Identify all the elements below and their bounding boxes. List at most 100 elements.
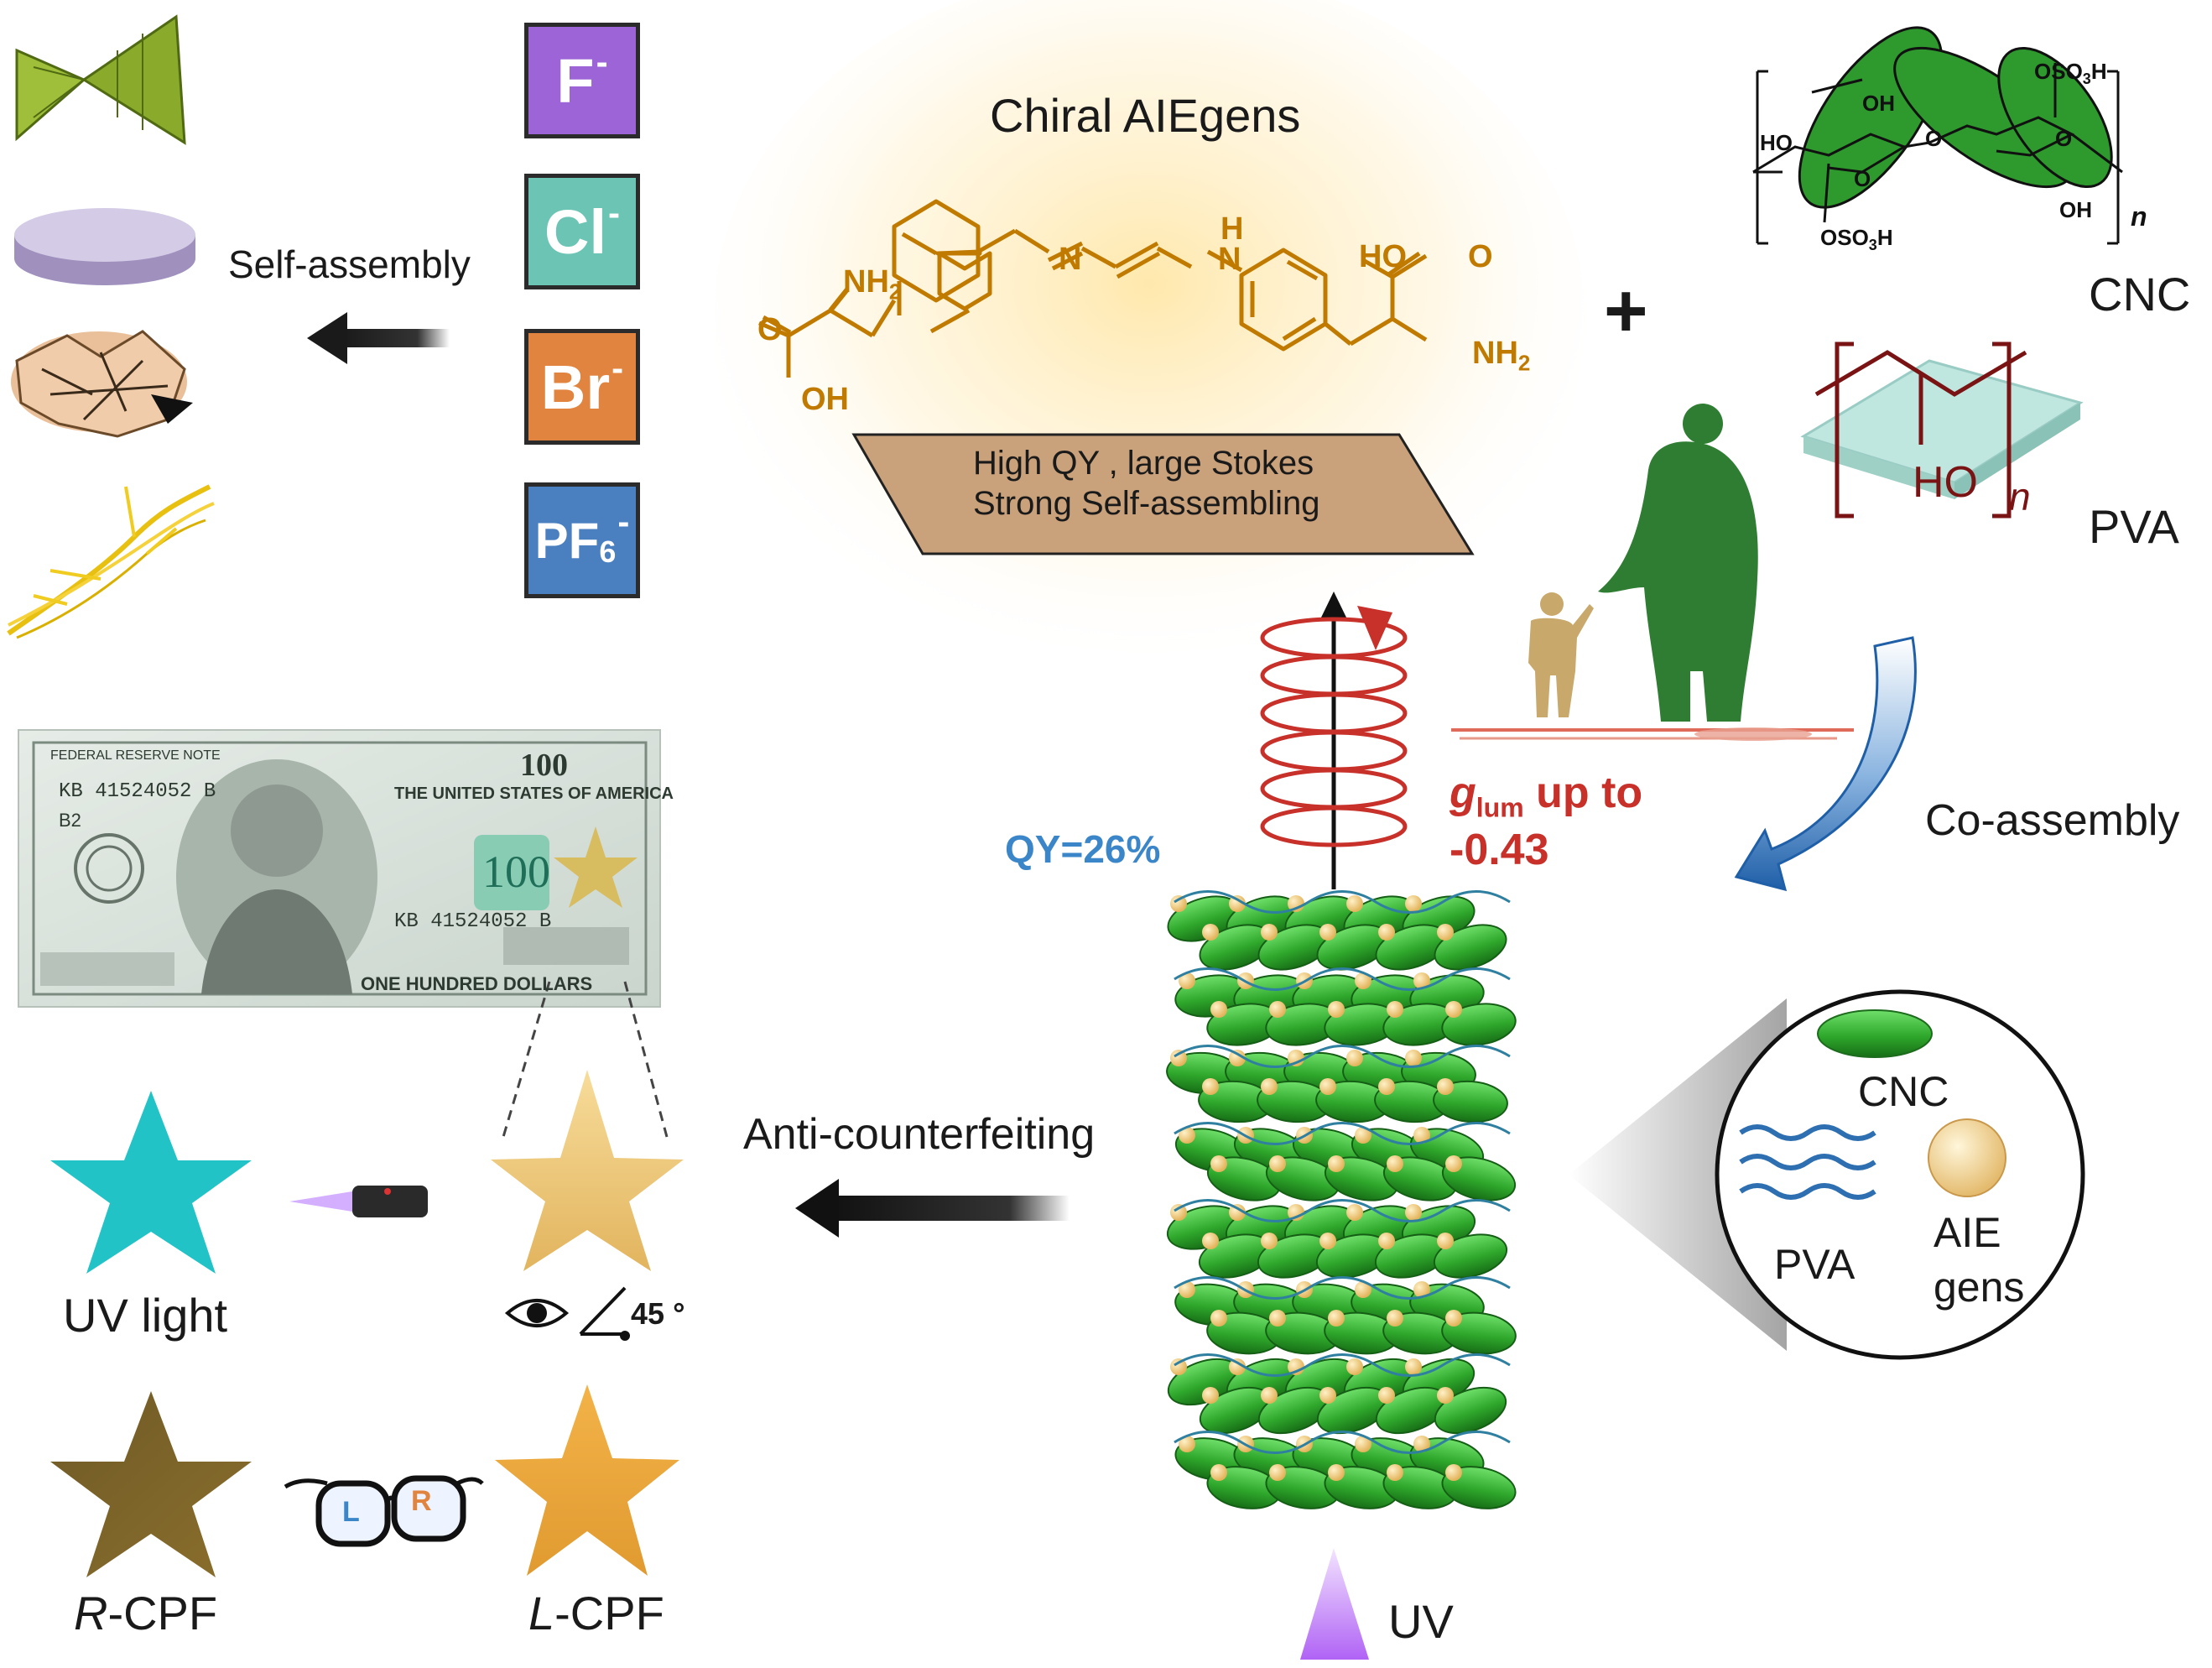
- self-assembly-label: Self-assembly: [228, 242, 471, 286]
- banknote-image: [18, 729, 661, 1008]
- mol-n-amine: N: [1218, 242, 1241, 277]
- anion-cl-box: Cl-: [524, 174, 640, 289]
- aiegen-particle: [1328, 1464, 1345, 1481]
- cnc-oh-bottom: OH: [2059, 197, 2092, 222]
- aiegen-particle: [1355, 1436, 1371, 1452]
- aiegen-particle: [1355, 1127, 1371, 1144]
- aiegen-particle: [1202, 924, 1219, 941]
- aiegen-particle: [1229, 895, 1246, 912]
- aiegen-particle: [1346, 895, 1363, 912]
- aiegen-particle: [1445, 1310, 1462, 1327]
- aiegen-particle: [1346, 1204, 1363, 1221]
- aiegen-particle: [1179, 1127, 1195, 1144]
- aiegen-particle: [1229, 1050, 1246, 1066]
- banknote-serial: KB 41524052 B: [59, 780, 216, 803]
- aiegen-particle: [1405, 1204, 1422, 1221]
- adult-child-silhouette-icon: [1451, 404, 1854, 741]
- legend-aie-line1: AIE: [1934, 1209, 2001, 1256]
- pva-n: n: [2009, 475, 2031, 519]
- pva-film-illustration: [1800, 341, 2084, 519]
- mol-ho-right: HO: [1359, 239, 1407, 274]
- aiegen-particle: [1387, 1464, 1403, 1481]
- aiegen-particle: [1210, 1310, 1227, 1327]
- aiegen-particle: [1445, 1001, 1462, 1018]
- cnc-o-right: O: [2055, 126, 2073, 151]
- chiral-aiegens-title: Chiral AIEgens: [990, 89, 1301, 142]
- mol-oh-left: OH: [801, 382, 849, 417]
- aiegen-particle: [1445, 1464, 1462, 1481]
- aiegen-particle: [1405, 1358, 1422, 1375]
- cnc-n: n: [2131, 201, 2147, 232]
- mol-o-right: O: [1468, 239, 1493, 274]
- banknote-country: THE UNITED STATES OF AMERICA: [394, 784, 674, 803]
- banknote-footer: ONE HUNDRED DOLLARS: [361, 973, 593, 994]
- aiegen-particle: [1210, 1155, 1227, 1172]
- aiegen-particle: [1346, 1358, 1363, 1375]
- legend-cnc-label: CNC: [1858, 1068, 1949, 1115]
- aiegen-particle: [1355, 1281, 1371, 1298]
- properties-line-1: High QY , large Stokes: [973, 445, 1314, 482]
- legend-aie-line2: gens: [1934, 1264, 2025, 1311]
- pva-strand: [1174, 890, 1511, 914]
- cnc-label: CNC: [2089, 268, 2191, 321]
- aiegen-particle: [1378, 1387, 1395, 1404]
- angle-icon: [579, 1286, 630, 1341]
- cnc-o-link: O: [1925, 126, 1943, 151]
- aiegen-particle: [1229, 1358, 1246, 1375]
- pva-strand: [1174, 1276, 1511, 1300]
- glasses-l-label: L: [342, 1496, 360, 1528]
- aiegen-particle: [1269, 1155, 1286, 1172]
- pva-label: PVA: [2089, 500, 2179, 553]
- cnc-o-ring: O: [1854, 166, 1871, 191]
- pva-strand: [1174, 1431, 1511, 1454]
- aiegen-particle: [1170, 1204, 1187, 1221]
- cnc-oh-top: OH: [1862, 91, 1895, 116]
- fiber-morphology-icon: [7, 484, 215, 639]
- r-cpf-label: R-CPF: [74, 1587, 218, 1639]
- aiegen-particle: [1328, 1001, 1345, 1018]
- aiegen-particle: [1405, 1050, 1422, 1066]
- aiegen-particle: [1210, 1001, 1227, 1018]
- r-cpf-star-icon: [50, 1391, 252, 1577]
- glasses-r-label: R: [411, 1485, 432, 1517]
- aiegen-particle: [1319, 924, 1336, 941]
- plus-sign: +: [1604, 269, 1648, 353]
- uv-label: UV: [1388, 1595, 1454, 1648]
- aiegen-particle: [1378, 1078, 1395, 1095]
- natural-light-star-icon: [491, 1070, 684, 1271]
- cnc-oso3h-top: OSO3H: [2034, 59, 2107, 88]
- legend-pva-label: PVA: [1774, 1241, 1855, 1288]
- aiegen-particle: [1378, 1233, 1395, 1249]
- self-assembly-arrow: [307, 312, 450, 364]
- banknote-denomination-center: 100: [482, 847, 550, 897]
- disk-morphology-icon: [14, 208, 195, 285]
- aiegen-particle: [1387, 1001, 1403, 1018]
- mol-o-left: O: [757, 312, 783, 347]
- uv-flashlight-icon: [289, 1186, 428, 1217]
- anti-counterfeiting-arrow: [795, 1179, 1070, 1238]
- aiegen-particle: [1346, 1050, 1363, 1066]
- aiegen-particle: [1261, 1387, 1278, 1404]
- pva-strand: [1174, 1122, 1511, 1145]
- angle-label: 45 °: [631, 1296, 685, 1331]
- legend-pva-icon: [1739, 1124, 1876, 1200]
- aiegen-particle: [1413, 1436, 1430, 1452]
- aiegen-particle: [1261, 924, 1278, 941]
- aiegen-particle: [1179, 972, 1195, 989]
- aiegen-particle: [1261, 1233, 1278, 1249]
- anion-br-box: Br-: [524, 329, 640, 445]
- aiegen-particle: [1413, 1127, 1430, 1144]
- banknote-denomination: 100: [520, 748, 568, 783]
- co-assembly-label: Co-assembly: [1925, 796, 2180, 845]
- aiegen-particle: [1202, 1387, 1219, 1404]
- zoom-lines: [502, 981, 669, 1138]
- aiegen-particle: [1405, 895, 1422, 912]
- properties-line-2: Strong Self-assembling: [973, 485, 1320, 522]
- eye-icon: [504, 1299, 570, 1327]
- aiegen-particle: [1202, 1078, 1219, 1095]
- aiegen-particle: [1319, 1233, 1336, 1249]
- chiral-nematic-stack: [1166, 890, 1517, 1509]
- aiegen-particle: [1437, 1078, 1454, 1095]
